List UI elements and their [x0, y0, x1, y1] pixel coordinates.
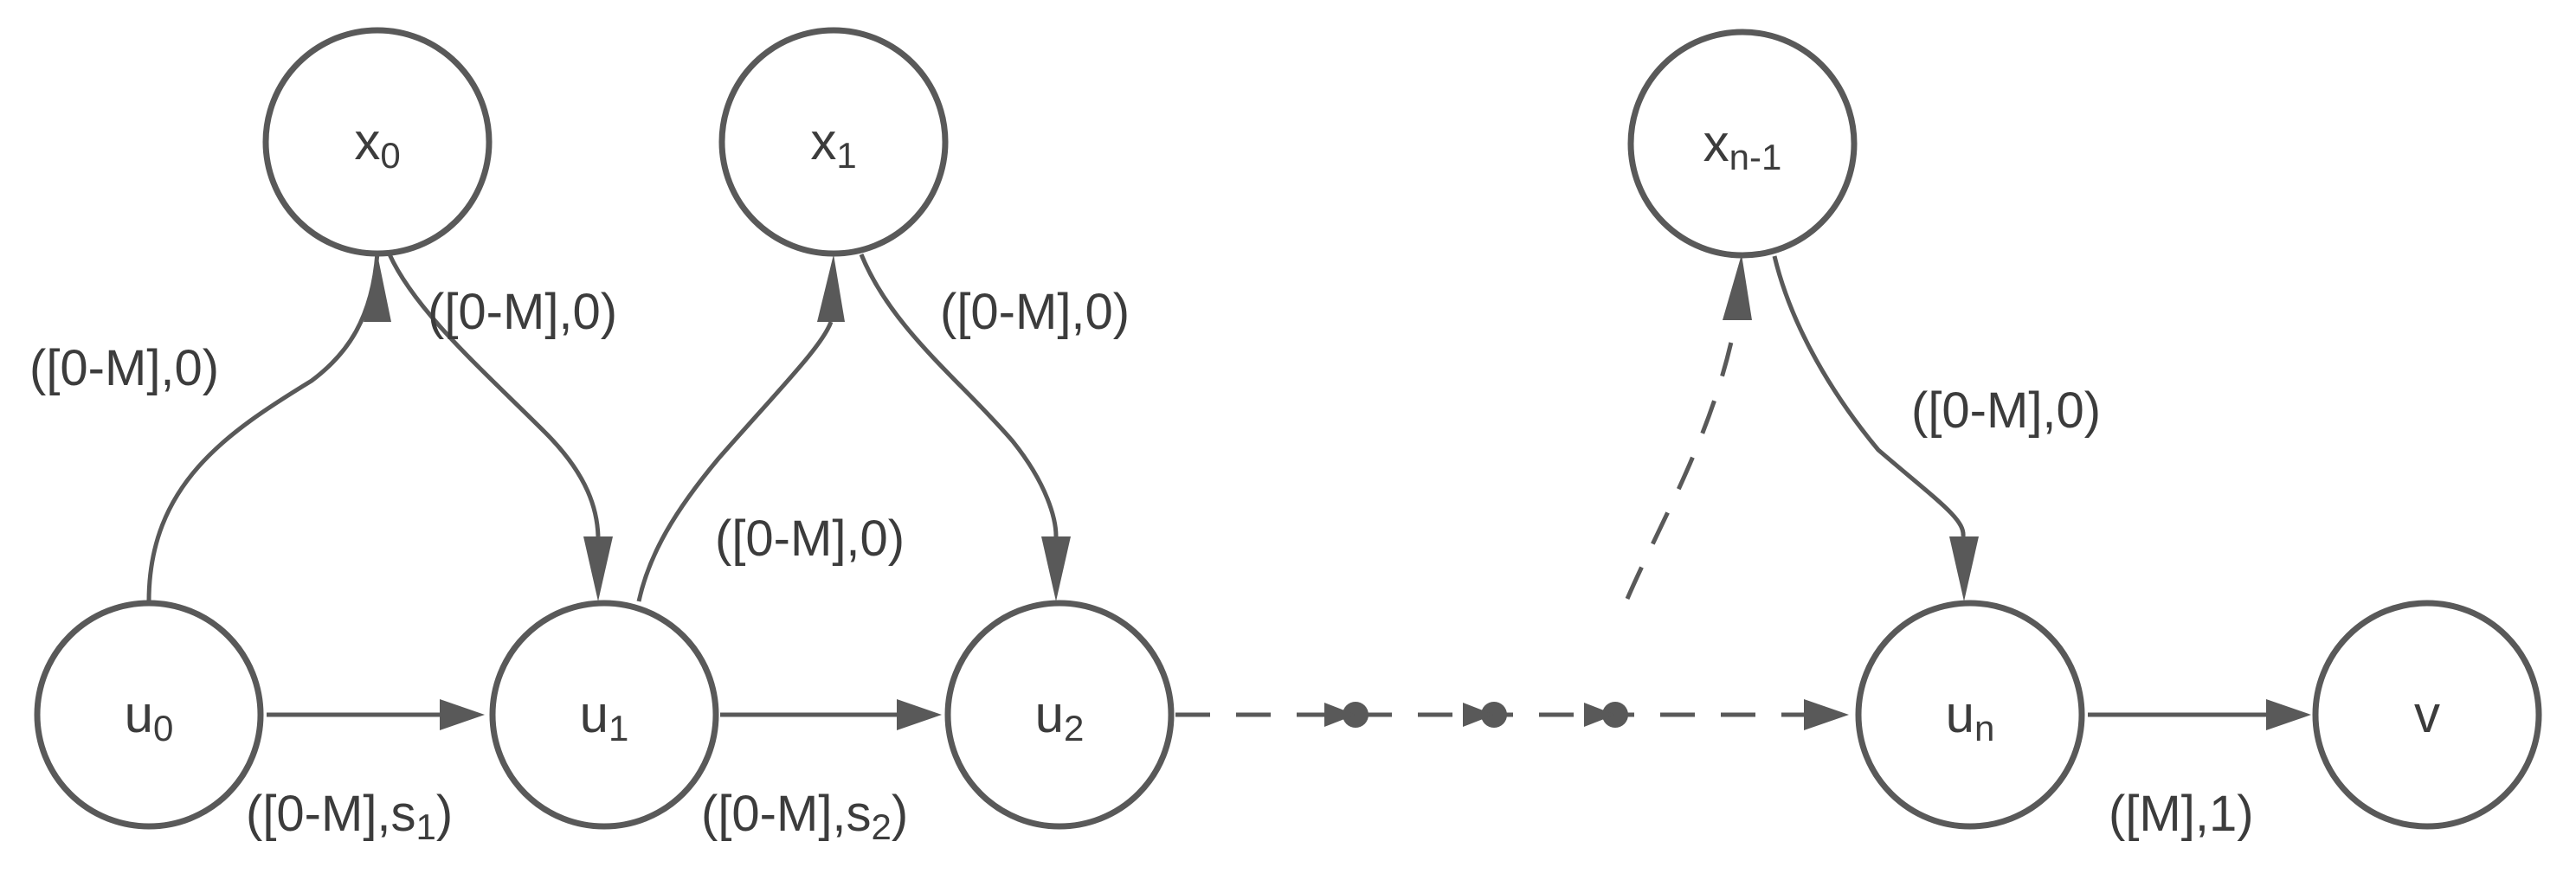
- edge-x1-u2: [859, 254, 1059, 537]
- node-u0-circle: [34, 600, 264, 830]
- node-u1-label: u1: [580, 685, 629, 748]
- node-xn-1-label: xn-1: [1703, 114, 1782, 177]
- ellipsis-dot-3-arrowhead: [1584, 703, 1615, 727]
- edge-label-u1-x1: ([0-M],0): [715, 511, 905, 567]
- edge-x1-u2-arrowhead: [1041, 536, 1071, 601]
- node-xn-1: xn-1: [1627, 29, 1858, 259]
- edge-labels: ([0-M],0) ([0-M],0) ([0-M],0) ([0-M],0) …: [29, 284, 2254, 847]
- edge-label-x1-u2: ([0-M],0): [940, 284, 1130, 340]
- node-v: v: [2312, 600, 2542, 830]
- node-u2: u2: [944, 600, 1175, 830]
- node-x0: x0: [262, 27, 493, 257]
- node-un-circle: [1855, 600, 2085, 830]
- nodes: x0 x1 xn-1 u0 u1 u2 un v: [34, 27, 2542, 830]
- node-un-label: un: [1946, 685, 1995, 748]
- edge-u1-u2-arrowhead: [897, 699, 942, 730]
- edge-u1-x1-arrowhead: [817, 254, 845, 322]
- node-v-circle: [2312, 600, 2542, 830]
- edge-label-x0-u1: ([0-M],0): [428, 284, 617, 340]
- node-x0-circle: [262, 27, 493, 257]
- edge-xn1-un: [1772, 255, 1966, 537]
- node-u2-label: u2: [1035, 685, 1085, 748]
- ellipsis-dot-1-arrowhead: [1324, 703, 1356, 727]
- ellipsis-dot-2-arrowhead: [1463, 703, 1494, 727]
- node-un: un: [1855, 600, 2085, 830]
- node-u0: u0: [34, 600, 264, 830]
- ellipsis-dots: [1324, 702, 1628, 728]
- edge-u0-x0: [146, 252, 380, 602]
- edge-x0-u1: [387, 253, 601, 537]
- edges: [146, 252, 2311, 730]
- node-u1-circle: [489, 600, 719, 830]
- edge-label-u0-x0: ([0-M],0): [29, 340, 219, 396]
- edge-u2-un-arrowhead: [1804, 699, 1849, 730]
- edge-dashed-to-xn1-arrowhead: [1723, 254, 1752, 320]
- node-u2-circle: [944, 600, 1175, 830]
- edge-u0-x0-arrowhead: [364, 254, 391, 322]
- edge-label-u1-u2: ([0-M],s2): [701, 786, 908, 847]
- node-x1-label: x1: [810, 112, 856, 176]
- node-x1: x1: [718, 27, 949, 257]
- edge-label-u0-u1: ([0-M],s1): [246, 786, 453, 847]
- node-x0-label: x0: [354, 112, 400, 176]
- edge-x0-u1-arrowhead: [583, 536, 613, 601]
- edge-dashed-to-xn1: [1625, 321, 1738, 600]
- edge-label-un-v: ([M],1): [2109, 786, 2254, 842]
- edge-u1-x1: [636, 321, 834, 602]
- node-u0-label: u0: [125, 685, 174, 748]
- edge-xn1-un-arrowhead: [1949, 536, 1979, 601]
- edge-un-v-arrowhead: [2266, 699, 2311, 730]
- edge-label-xn-1-un: ([0-M],0): [1911, 382, 2101, 439]
- node-xn-1-circle: [1627, 29, 1858, 259]
- node-v-label: v: [2414, 685, 2440, 743]
- node-x1-circle: [718, 27, 949, 257]
- edge-u0-u1-arrowhead: [440, 699, 485, 730]
- node-u1: u1: [489, 600, 719, 830]
